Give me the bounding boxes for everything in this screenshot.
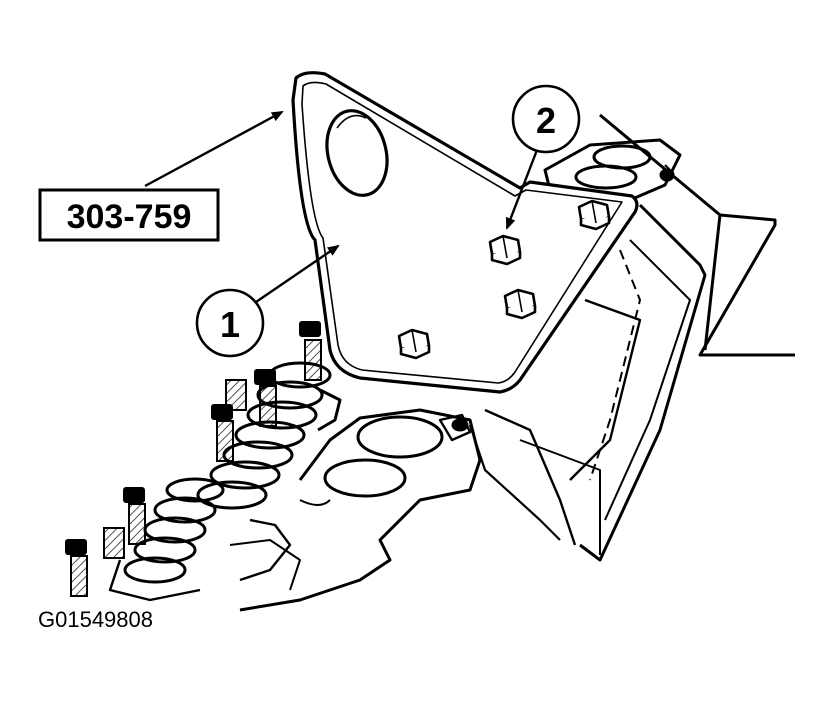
tool-callout-text: 303-759 xyxy=(67,198,192,236)
bracket-bolts xyxy=(397,199,611,360)
intake-port-flange xyxy=(229,408,482,612)
bolt-middle xyxy=(503,288,537,320)
bolt-upper-left xyxy=(488,234,522,266)
callout-circle-2: 2 xyxy=(511,84,581,154)
cylinder-head-body xyxy=(468,113,795,562)
tool-callout-box: 303-759 xyxy=(38,188,220,242)
callout-1-number: 1 xyxy=(220,304,240,345)
callout-2-arrow xyxy=(505,149,539,230)
callout-1-arrow xyxy=(255,244,340,303)
bolt-lower xyxy=(397,328,431,360)
callout-circle-1: 1 xyxy=(195,288,265,358)
callout-2-number: 2 xyxy=(536,100,556,141)
figure-id: G01549808 xyxy=(38,607,153,632)
lifting-bracket xyxy=(291,71,639,394)
callout-arrows xyxy=(144,110,539,303)
stud-nuts-left xyxy=(65,321,322,597)
bolt-upper-right xyxy=(577,199,611,231)
tool-callout-arrow xyxy=(144,110,284,188)
